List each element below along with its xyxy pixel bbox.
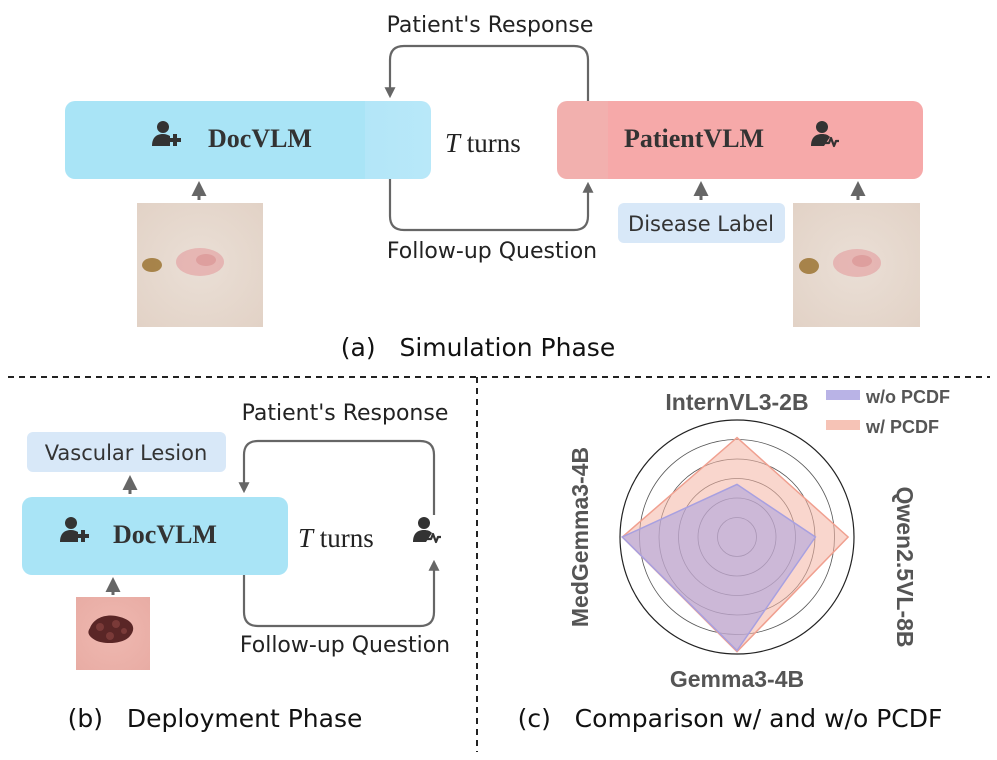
deployment-question-arrow <box>242 559 440 628</box>
axis-label-bottom: Gemma3-4B <box>670 666 804 692</box>
legend-label: w/ PCDF <box>865 417 939 437</box>
patient-pulse-icon <box>411 515 443 544</box>
response-label: Patient's Response <box>387 13 594 38</box>
disease-label-text: Disease Label <box>628 212 774 236</box>
deployment-docvlm-label: DocVLM <box>113 520 217 549</box>
radar-axis-labels: InternVL3-2B Qwen2.5VL-8B Gemma3-4B MedGemm… <box>567 389 918 692</box>
deployment-phase: Vascular Lesion DocVLM T turns Patient's… <box>22 401 450 733</box>
axis-label-right: Qwen2.5VL-8B <box>892 486 918 647</box>
deployment-caption: (b) Deployment Phase <box>68 704 363 733</box>
radar-legend: w/o PCDF w/ PCDF <box>826 387 950 437</box>
simulation-caption: (a) Simulation Phase <box>341 333 615 362</box>
series-without-pcdf <box>621 483 817 652</box>
question-label: Follow-up Question <box>387 239 597 264</box>
legend-label: w/o PCDF <box>865 387 950 407</box>
deployment-question-label: Follow-up Question <box>240 633 450 658</box>
deployment-turns-label: T turns <box>298 523 374 553</box>
vascular-lesion-text: Vascular Lesion <box>45 441 208 465</box>
docvlm-label: DocVLM <box>208 124 312 153</box>
deployment-response-arrow <box>238 439 436 515</box>
patientvlm-box <box>557 101 923 179</box>
axis-label-left: MedGemma3-4B <box>567 447 593 627</box>
comparison-caption: (c) Comparison w/ and w/o PCDF <box>518 704 943 733</box>
docvlm-box <box>65 101 431 179</box>
legend-swatch <box>826 390 860 400</box>
skin-image-left <box>137 203 263 327</box>
lesion-image <box>76 597 150 670</box>
disease-label-box <box>618 203 785 243</box>
vascular-lesion-box <box>27 432 226 472</box>
response-arrow <box>384 44 590 101</box>
deployment-docvlm-box <box>22 497 288 575</box>
simulation-phase: DocVLM PatientVLM T turns Patient's Resp… <box>65 13 923 362</box>
patientvlm-label: PatientVLM <box>624 124 764 153</box>
axis-label-top: InternVL3-2B <box>665 389 808 415</box>
deployment-response-label: Patient's Response <box>242 401 449 426</box>
turns-label: T turns <box>445 128 521 158</box>
comparison-panel: InternVL3-2B Qwen2.5VL-8B Gemma3-4B MedGemm… <box>518 387 950 733</box>
question-arrow <box>388 179 594 232</box>
legend-swatch <box>826 420 860 430</box>
skin-image-right <box>793 203 920 327</box>
